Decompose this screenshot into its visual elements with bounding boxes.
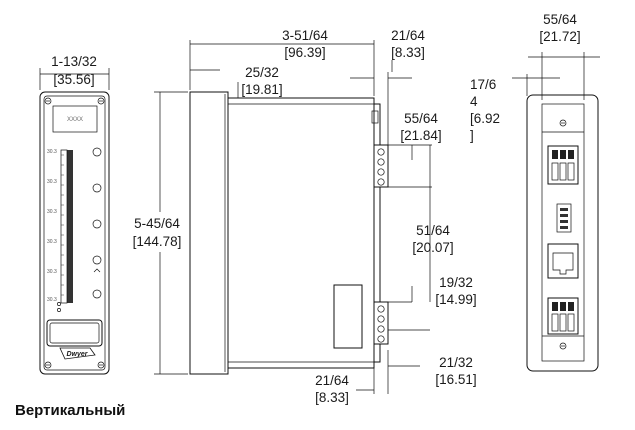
rear-offset-dim-line2: 4 <box>470 94 478 109</box>
indicator-led-icon <box>92 289 102 299</box>
rear-width-dim-mm: [21.72] <box>539 29 580 44</box>
lower-terminal-block <box>373 301 389 345</box>
rear-offset-dim-mm-line2: ] <box>470 128 474 143</box>
depth-dim: 3-51/64 <box>282 28 328 43</box>
rear-dim-mm: [8.33] <box>391 45 425 60</box>
front-view: XXXX 30.3 30.3 30.3 30.3 30.3 30.3 <box>39 54 110 375</box>
scale-label: 30.3 <box>47 239 57 245</box>
screw-icon <box>97 97 105 105</box>
diagram-caption: Вертикальный <box>15 402 126 419</box>
bargraph-scale-light <box>60 149 68 304</box>
terminal-screw-icon <box>377 325 385 333</box>
screw-icon <box>97 361 105 369</box>
bargraph-scale <box>67 150 73 303</box>
side-body <box>227 97 375 369</box>
upper-terminal-dim-mm: [21.84] <box>400 128 441 143</box>
indicator-led-icon <box>92 183 102 193</box>
upper-connector <box>547 145 579 185</box>
lower-terminal-dim: 19/32 <box>439 275 473 290</box>
rear-plate <box>541 103 585 362</box>
terminal-screw-icon <box>377 158 385 166</box>
terminal-gap-dim: 51/64 <box>416 223 450 238</box>
side-view: 3-51/64 [96.39] 25/32 [19.81] 5-45/64 [1… <box>127 28 477 405</box>
terminal-screw-icon <box>377 168 385 176</box>
brand-text: Dwyer <box>66 351 88 358</box>
scale-label: 30.3 <box>47 269 57 275</box>
terminal-gap-dim-mm: [20.07] <box>412 240 453 255</box>
label-area <box>46 319 103 347</box>
status-dot-icon <box>57 302 61 306</box>
upper-terminal-block <box>373 144 389 188</box>
upper-terminal-dim: 55/64 <box>404 111 438 126</box>
terminal-screw-icon <box>377 148 385 156</box>
rj-port <box>547 243 579 279</box>
side-rear-step <box>373 103 381 363</box>
rear-body <box>526 94 599 372</box>
screw-icon <box>559 119 567 127</box>
label-area-inner <box>49 322 100 344</box>
depth-dim-mm: [96.39] <box>284 45 325 60</box>
terminal-screw-icon <box>377 335 385 343</box>
bezel-dim-mm: [19.81] <box>241 82 282 97</box>
front-width-dim: 1-13/32 <box>51 54 97 69</box>
lower-connector <box>547 297 579 335</box>
dwyer-logo: Dwyer <box>59 347 96 360</box>
scale-label: 30.3 <box>47 209 57 215</box>
terminal-screw-icon <box>377 315 385 323</box>
bezel-dim: 25/32 <box>245 65 279 80</box>
rear-view: 55/64 [21.72] 17/6 4 [6.92 ] <box>470 12 600 372</box>
scale-label: 30.3 <box>47 179 57 185</box>
terminal-screw-icon <box>377 178 385 186</box>
chevron-up-icon <box>93 268 101 273</box>
screw-icon <box>559 342 567 350</box>
bottom-dim-mm: [16.51] <box>435 372 476 387</box>
indicator-led-icon <box>92 147 102 157</box>
rear-offset-dim-mm: [6.92 <box>470 111 500 126</box>
bottom-dim: 21/32 <box>439 355 473 370</box>
indicator-led-icon <box>92 255 102 265</box>
front-panel-outline <box>39 91 110 375</box>
lower-terminal-dim-mm: [14.99] <box>435 292 476 307</box>
rear-dim: 21/64 <box>391 28 425 43</box>
side-bezel <box>189 91 229 375</box>
pin-header <box>556 203 572 233</box>
side-display-window <box>333 284 363 349</box>
height-dim: 5-45/64 <box>134 216 180 231</box>
bottom-rear-dim: 21/64 <box>315 373 349 388</box>
front-width-dim-mm: [35.56] <box>53 72 94 87</box>
rear-width-dim: 55/64 <box>543 12 577 27</box>
screw-icon <box>44 361 52 369</box>
bottom-rear-dim-mm: [8.33] <box>315 390 349 405</box>
terminal-screw-icon <box>377 305 385 313</box>
side-clip <box>371 110 379 124</box>
scale-ticks <box>61 154 64 296</box>
rear-offset-dim: 17/6 <box>470 77 496 92</box>
display-text: XXXX <box>67 117 83 123</box>
front-panel-inner <box>43 95 106 371</box>
height-dim-mm: [144.78] <box>133 234 182 249</box>
scale-label: 30.3 <box>47 149 57 155</box>
status-dot-icon <box>57 308 61 312</box>
display-window <box>52 105 98 133</box>
scale-label: 30.3 <box>47 297 57 303</box>
screw-icon <box>44 97 52 105</box>
indicator-led-icon <box>92 219 102 229</box>
